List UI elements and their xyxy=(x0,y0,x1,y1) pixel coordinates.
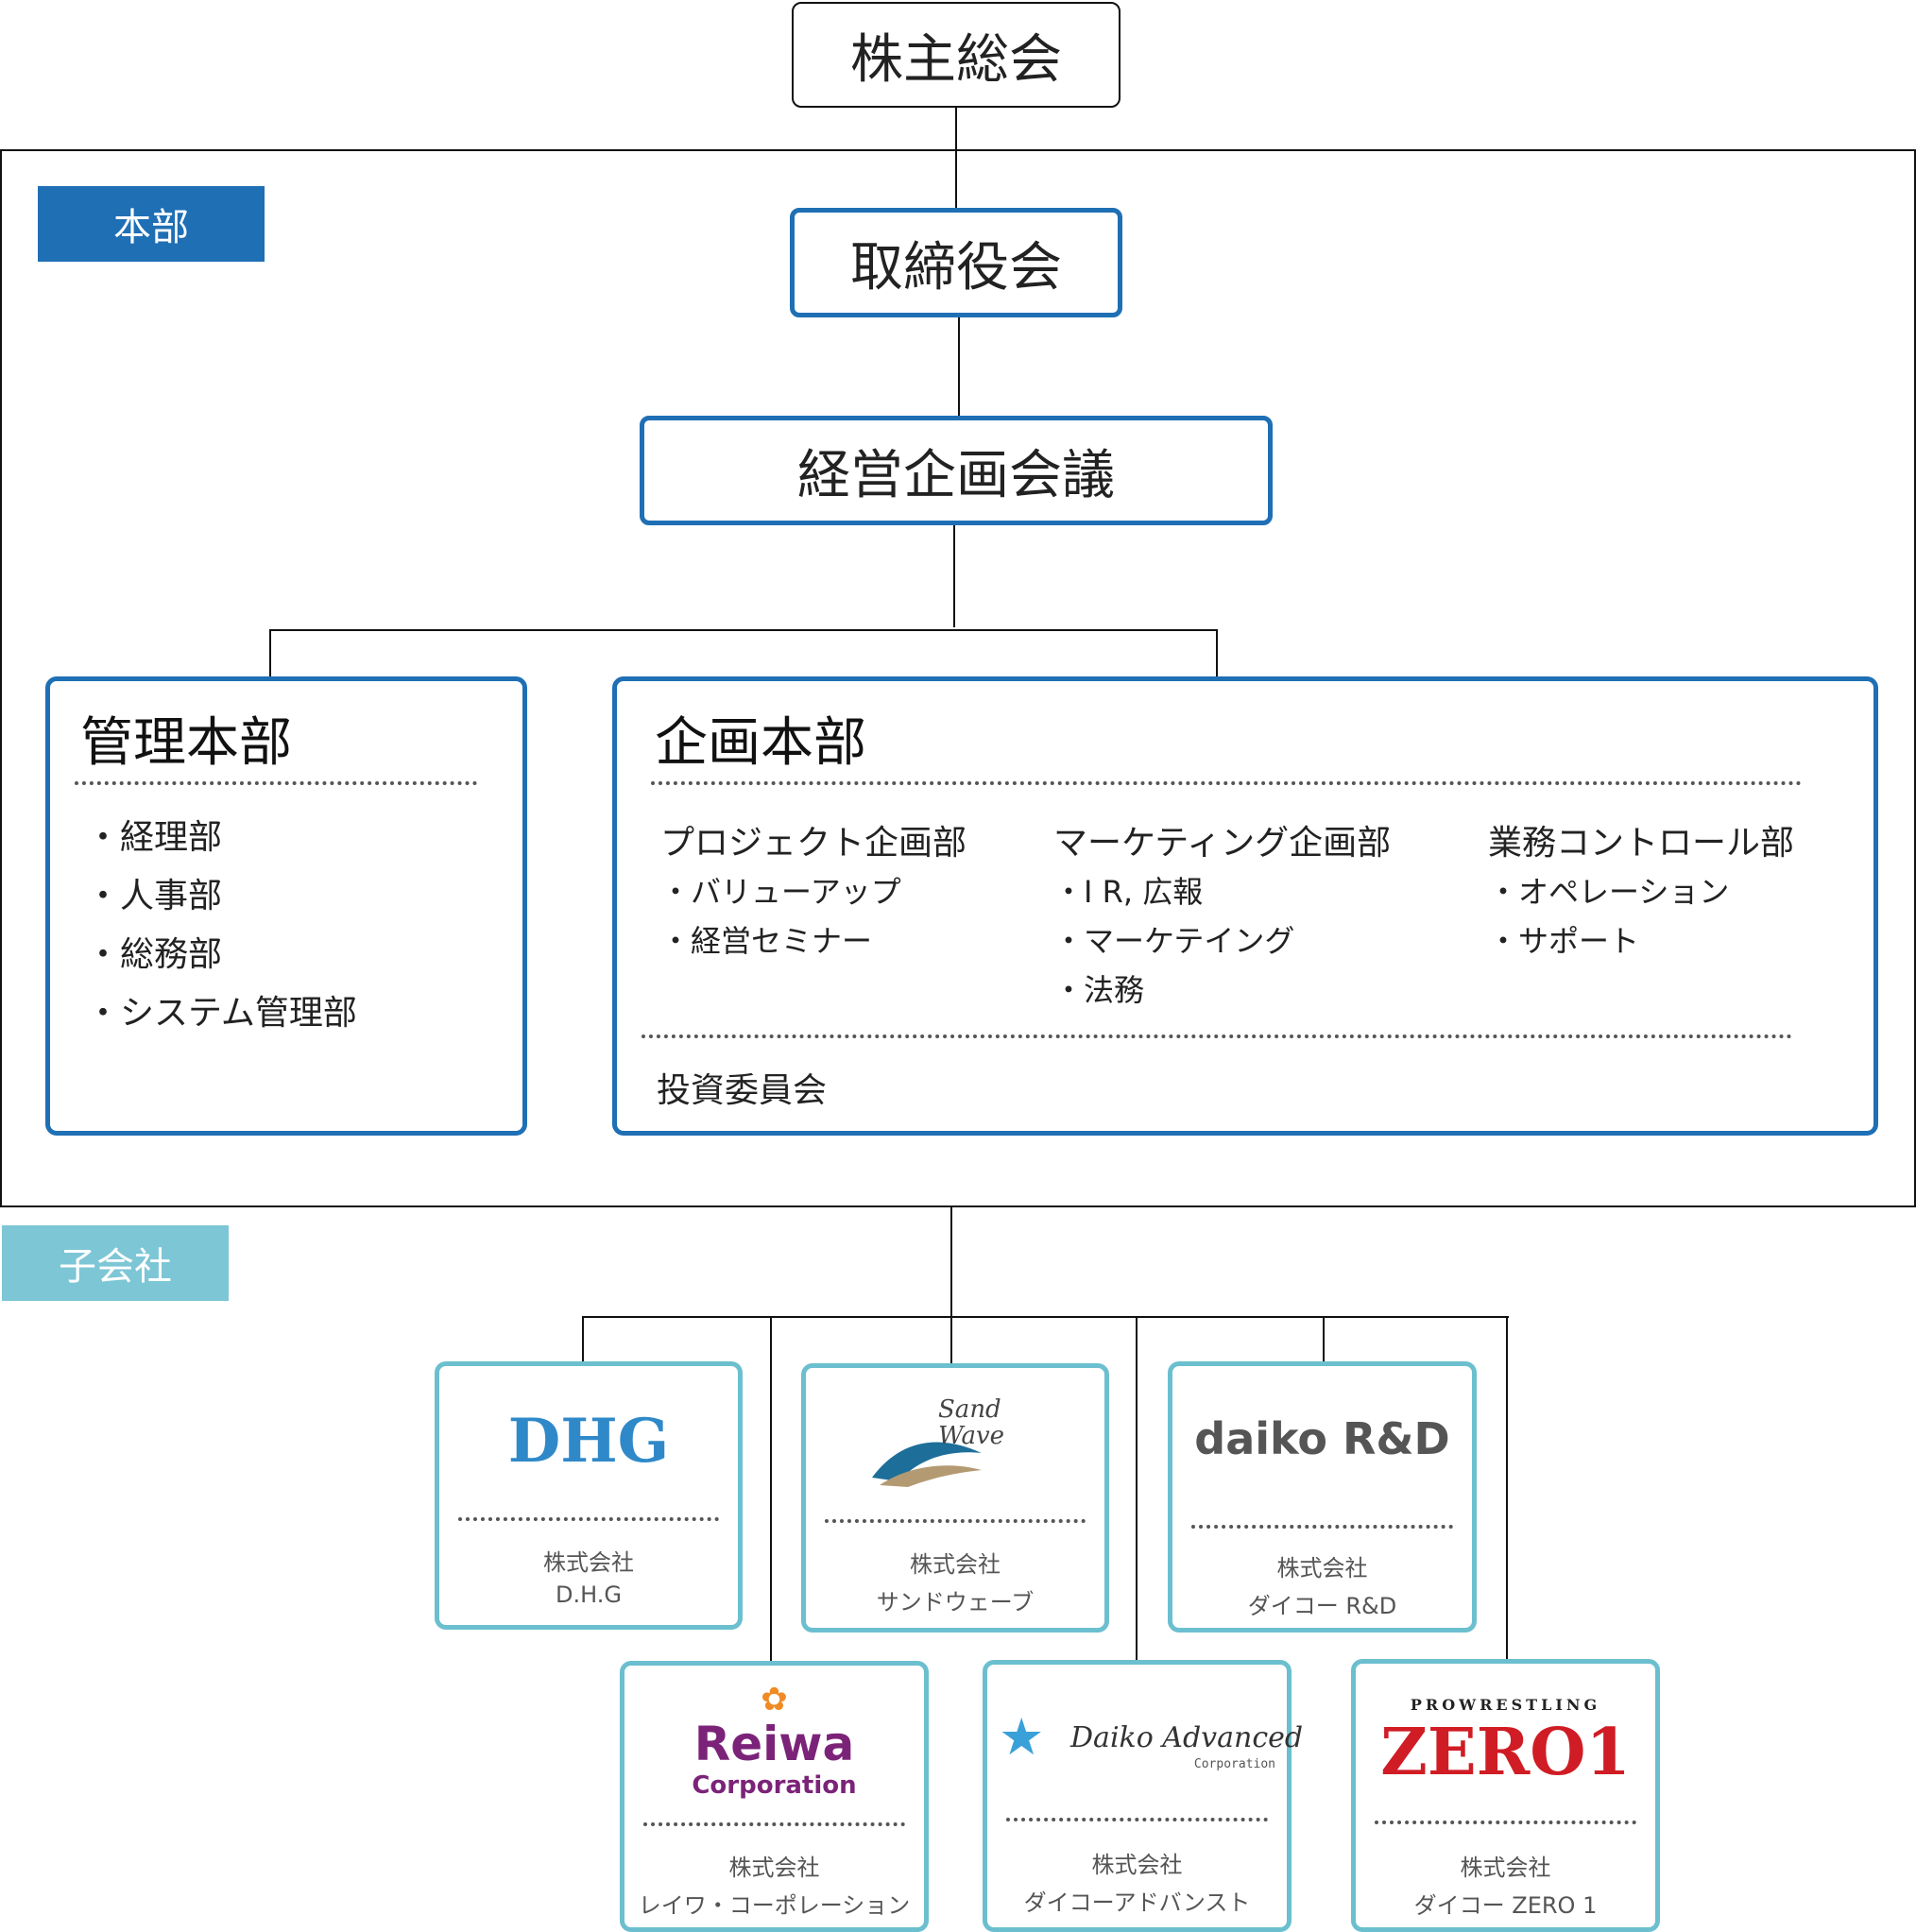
kanri-item-general: ・総務部 xyxy=(86,935,223,974)
connector-sub-rd xyxy=(1323,1316,1325,1362)
kanri-item-system: ・システム管理部 xyxy=(86,994,357,1033)
dhg-logo: DHG xyxy=(507,1406,670,1477)
rd-divider xyxy=(1191,1525,1453,1529)
sandwave-wave-icon xyxy=(872,1442,982,1487)
reiwa-name-line1: 株式会社 xyxy=(728,1855,820,1881)
zero1-name-line1: 株式会社 xyxy=(1460,1855,1551,1881)
kanri-honbu-title: 管理本部 xyxy=(80,712,292,774)
sandwave-divider xyxy=(825,1519,1086,1523)
advanced-logo-sub: Corporation xyxy=(1193,1757,1275,1771)
reiwa-flower-icon: ✿ xyxy=(761,1681,788,1718)
zero1-logo-pre: PROWRESTLING xyxy=(1410,1696,1601,1714)
subsidiaries-tag: 子会社 xyxy=(2,1225,229,1301)
subsidiary-card-zero1: PROWRESTLING ZERO1 株式会社 ダイコー ZERO 1 xyxy=(1351,1659,1660,1932)
connector-subs-horizontal xyxy=(582,1316,1509,1318)
board-label: 取締役会 xyxy=(850,236,1062,299)
sandwave-name-line2: サンドウェーブ xyxy=(876,1589,1035,1616)
honbu-tag: 本部 xyxy=(38,186,265,262)
connector-sub-dhg xyxy=(582,1316,584,1362)
zero1-name-line2: ダイコー ZERO 1 xyxy=(1413,1892,1598,1919)
operations-item-1: ・サポート xyxy=(1488,923,1640,959)
dhg-name-line1: 株式会社 xyxy=(543,1549,634,1576)
council-box: 経営企画会議 xyxy=(640,416,1273,525)
connector-branch-horizontal xyxy=(269,629,1218,631)
connector-council-branch xyxy=(953,525,955,627)
sandwave-name-line1: 株式会社 xyxy=(910,1551,1001,1578)
project-item-0: ・バリューアップ xyxy=(660,874,901,910)
kikaku-divider-top xyxy=(651,781,1802,785)
zero1-divider xyxy=(1375,1821,1636,1824)
subsidiary-card-rd: daiko R&D 株式会社 ダイコー R&D xyxy=(1168,1361,1477,1633)
honbu-tag-label: 本部 xyxy=(113,206,189,249)
kikaku-honbu-title: 企画本部 xyxy=(655,712,866,774)
dhg-name-line2: D.H.G xyxy=(556,1582,622,1608)
dhg-divider xyxy=(458,1517,719,1521)
reiwa-logo: Reiwa xyxy=(693,1717,855,1771)
subsidiary-card-advanced: ★ Daiko Advanced Corporation 株式会社 ダイコーアド… xyxy=(983,1660,1304,1932)
kanri-item-hr: ・人事部 xyxy=(86,877,223,915)
kikaku-honbu-box: 企画本部 プロジェクト企画部 ・バリューアップ ・経営セミナー マーケティング企… xyxy=(612,676,1878,1136)
marketing-item-1: ・マーケテイング xyxy=(1053,923,1295,959)
operations-item-0: ・オペレーション xyxy=(1488,874,1730,910)
subsidiary-card-reiwa: ✿ Reiwa Corporation 株式会社 レイワ・コーポレーション xyxy=(620,1661,929,1932)
kanri-item-accounting: ・経理部 xyxy=(86,818,223,857)
board-box: 取締役会 xyxy=(790,208,1122,317)
rd-name-line2: ダイコー R&D xyxy=(1247,1593,1397,1619)
connector-sub-sandwave xyxy=(950,1316,952,1363)
shareholders-meeting-box: 株主総会 xyxy=(792,2,1121,108)
reiwa-name-line2: レイワ・コーポレーション xyxy=(638,1892,911,1919)
subsidiary-card-sandwave: Sand Wave 株式会社 サンドウェーブ xyxy=(801,1363,1109,1633)
subsidiaries-tag-label: 子会社 xyxy=(59,1245,172,1289)
project-planning-head: プロジェクト企画部 xyxy=(660,824,967,863)
advanced-name-line1: 株式会社 xyxy=(1091,1852,1183,1878)
connector-board-council xyxy=(958,316,960,416)
connector-branch-kikaku xyxy=(1216,629,1218,678)
connector-honbu-subs xyxy=(950,1207,952,1318)
kikaku-divider-bottom xyxy=(642,1034,1792,1038)
operations-control-head: 業務コントロール部 xyxy=(1488,824,1795,863)
connector-sub-reiwa xyxy=(770,1316,772,1663)
council-label: 経営企画会議 xyxy=(797,444,1115,506)
connector-sub-zero1 xyxy=(1506,1316,1508,1660)
advanced-logo: Daiko Advanced xyxy=(1070,1721,1304,1754)
daiko-rd-logo: daiko R&D xyxy=(1194,1413,1450,1464)
marketing-item-2: ・法務 xyxy=(1053,972,1145,1008)
project-item-1: ・経営セミナー xyxy=(660,923,873,959)
shareholders-meeting-label: 株主総会 xyxy=(850,28,1062,91)
kanri-divider xyxy=(75,781,477,785)
sandwave-logo: Sand Wave xyxy=(938,1395,1005,1450)
honbu-frame xyxy=(0,149,1916,1207)
kanri-honbu-box: 管理本部 ・経理部 ・人事部 ・総務部 ・システム管理部 xyxy=(45,676,527,1136)
connector-sub-advanced xyxy=(1136,1316,1138,1662)
reiwa-divider xyxy=(643,1822,905,1826)
marketing-item-0: ・I R, 広報 xyxy=(1053,874,1204,910)
connector-branch-kanri xyxy=(269,629,271,678)
connector-top-board xyxy=(955,108,957,208)
marketing-planning-head: マーケティング企画部 xyxy=(1053,824,1392,863)
advanced-divider xyxy=(1006,1818,1268,1821)
zero1-logo: ZERO1 xyxy=(1380,1715,1631,1790)
investment-committee: 投資委員会 xyxy=(657,1071,828,1110)
subsidiary-card-dhg: DHG 株式会社 D.H.G xyxy=(435,1361,743,1630)
reiwa-logo-sub: Corporation xyxy=(692,1771,857,1800)
advanced-name-line2: ダイコーアドバンスト xyxy=(1023,1889,1251,1916)
rd-name-line1: 株式会社 xyxy=(1276,1555,1368,1582)
advanced-star-icon: ★ xyxy=(999,1707,1045,1767)
